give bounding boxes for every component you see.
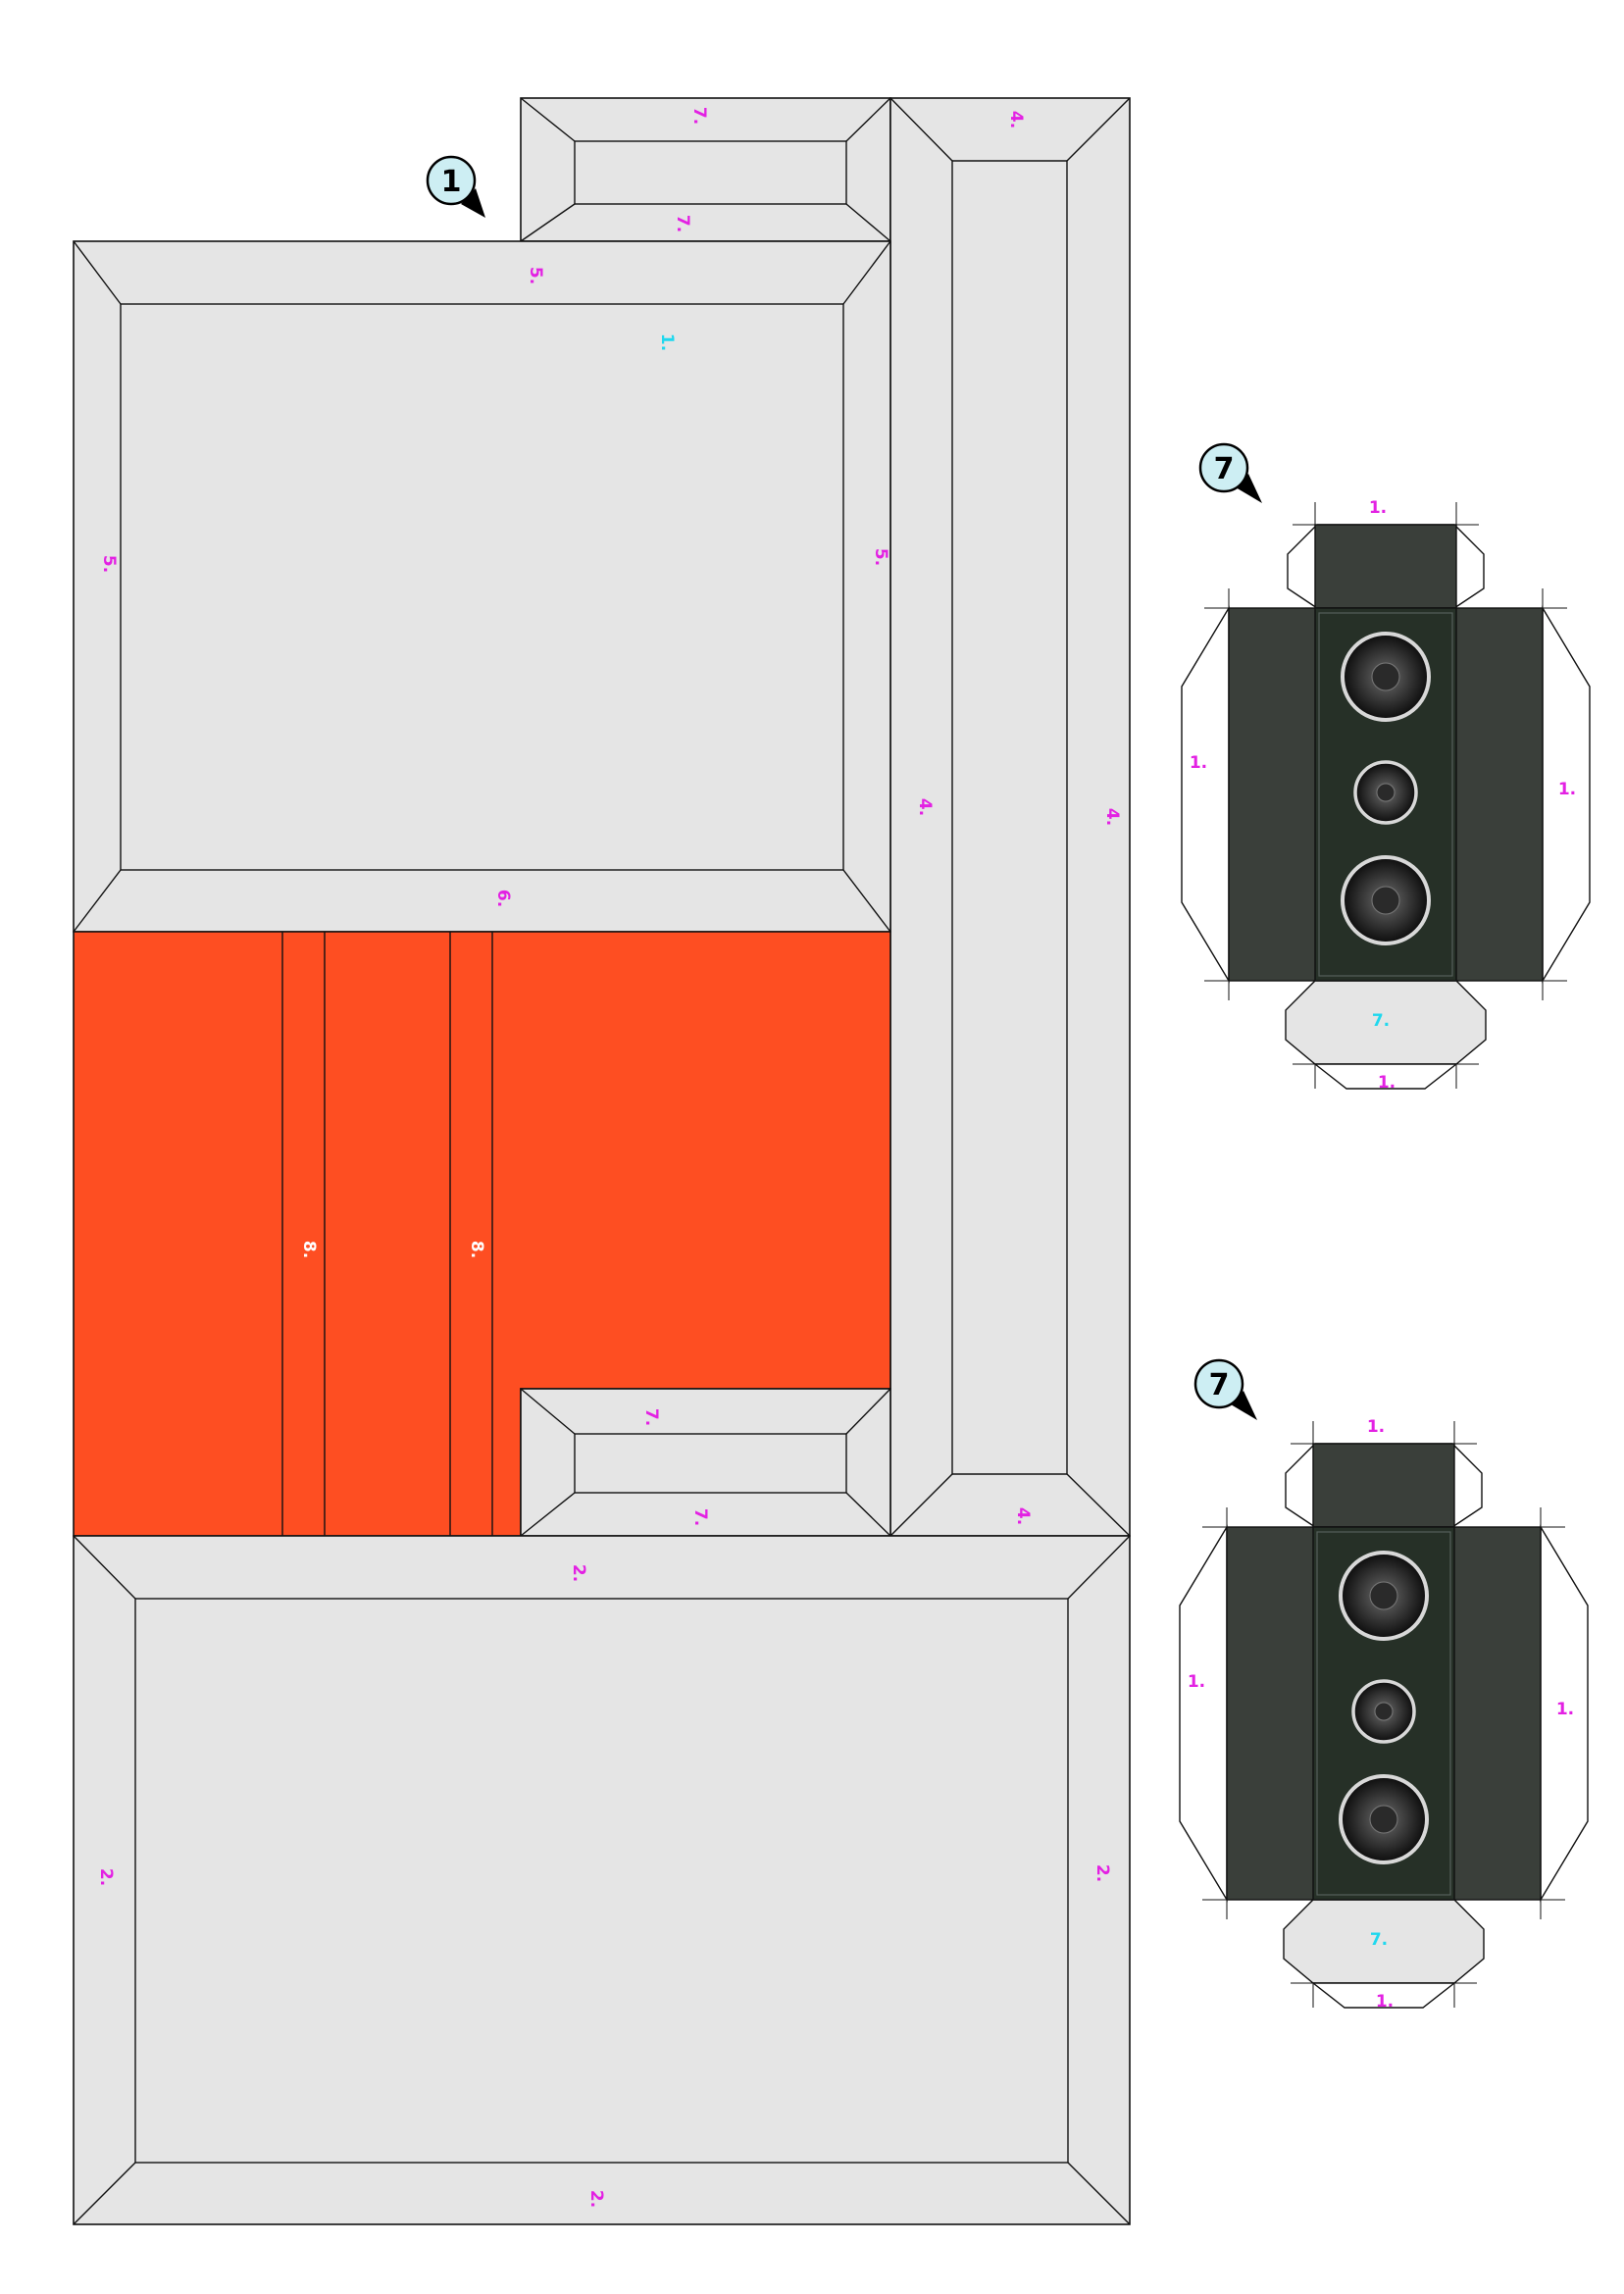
label-low-small-bottom: 7. xyxy=(690,1508,710,1526)
label-tall-top: 4. xyxy=(1006,111,1026,128)
lower-small-panel xyxy=(520,1388,891,1537)
label-bottom-top: 2. xyxy=(569,1564,588,1582)
label-tall-left: 4. xyxy=(915,798,935,816)
label-strip-a: 8. xyxy=(299,1241,319,1258)
marker-7-top: 7 xyxy=(1198,442,1262,503)
speaker-net-2 xyxy=(1178,1419,1590,2010)
bottom-panel xyxy=(73,1535,1131,2225)
marker-7-bottom: 7 xyxy=(1193,1358,1257,1420)
label-big-right: 5. xyxy=(871,548,890,566)
label-tall-right: 4. xyxy=(1102,808,1122,826)
marker-1: 1 xyxy=(426,155,485,218)
label-top-small-bottom: 7. xyxy=(673,215,692,232)
label-tall-bottom: 4. xyxy=(1013,1507,1033,1525)
label-bottom-left: 2. xyxy=(96,1868,116,1886)
tall-side-panel xyxy=(889,97,1131,1537)
label-bottom-bottom: 2. xyxy=(586,2190,606,2208)
label-spk1-right: 1. xyxy=(1558,780,1576,799)
label-bottom-right: 2. xyxy=(1092,1864,1112,1882)
label-spk2-base: 7. xyxy=(1370,1930,1388,1950)
label-strip-b: 8. xyxy=(467,1241,486,1258)
label-spk1-left: 1. xyxy=(1190,753,1207,773)
label-big-left: 5. xyxy=(99,555,119,573)
label-spk2-left: 1. xyxy=(1188,1672,1205,1692)
label-spk1-top: 1. xyxy=(1369,498,1387,518)
label-spk2-bottom: 1. xyxy=(1376,1992,1394,2012)
label-spk2-top: 1. xyxy=(1367,1417,1385,1437)
label-top-small-top: 7. xyxy=(689,107,709,125)
top-panel xyxy=(73,240,891,933)
label-spk1-bottom: 1. xyxy=(1378,1073,1396,1093)
top-small-panel xyxy=(520,97,891,242)
part-labels: 7. 7. 4. 4. 4. 4. 5. 1. 5. 5. 6. 8. 8. 7… xyxy=(96,107,1576,2208)
marker-1-number: 1 xyxy=(441,165,462,199)
speaker-net-1 xyxy=(1180,500,1592,1091)
label-big-top: 5. xyxy=(526,267,545,284)
label-low-small-top: 7. xyxy=(641,1408,661,1426)
marker-7a-number: 7 xyxy=(1214,452,1235,486)
label-big-bottom: 6. xyxy=(493,890,513,907)
label-big-inner: 1. xyxy=(657,333,677,351)
label-spk2-right: 1. xyxy=(1556,1700,1574,1719)
label-spk1-base: 7. xyxy=(1372,1011,1390,1031)
marker-7b-number: 7 xyxy=(1209,1368,1230,1402)
